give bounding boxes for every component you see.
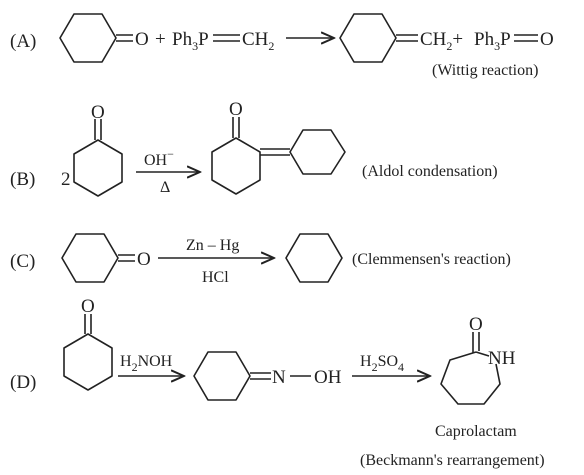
reagent-b-bottom: Δ xyxy=(160,179,170,196)
cyclohexanone-ring-b xyxy=(73,139,123,197)
reaction-b: (B) 2 O OH− Δ O (Aldol condensation) xyxy=(10,99,498,197)
phosphine-oxide: Ph3P xyxy=(474,29,511,53)
reagent-b-top: OH− xyxy=(144,147,174,169)
product-oxygen-d: O xyxy=(469,314,483,335)
reaction-a-label: (A) xyxy=(10,31,36,52)
reaction-b-name: (Aldol condensation) xyxy=(362,163,498,180)
cyclohexylidene-ring xyxy=(289,129,346,175)
plus-sign-a: + xyxy=(155,29,166,50)
reagent-c-bottom: HCl xyxy=(202,269,229,286)
caprolactam-label: Caprolactam xyxy=(435,423,517,440)
reaction-a: (A) O + Ph3P CH2 CH2+ Ph3P O (Wittig rea… xyxy=(10,13,554,79)
reagent-d1: H2NOH xyxy=(120,353,173,374)
reaction-c-name: (Clemmensen's reaction) xyxy=(352,251,511,268)
reaction-a-name: (Wittig reaction) xyxy=(432,62,538,79)
reactant-oxygen-d: O xyxy=(81,296,95,317)
wittig-reagent: Ph3P xyxy=(172,29,209,53)
reaction-d-name: (Beckmann's rearrangement) xyxy=(360,452,545,469)
aldol-product-ring xyxy=(211,137,261,195)
cyclohexanone-ring-a xyxy=(59,13,117,63)
phosphine-oxide-o: O xyxy=(540,29,554,50)
reaction-b-label: (B) xyxy=(10,169,35,190)
caprolactam-ring xyxy=(440,351,501,405)
reaction-d-label: (D) xyxy=(10,372,36,393)
methylenecyclohexane-ring xyxy=(339,13,397,63)
reactant-oxygen-c: O xyxy=(137,249,151,270)
cyclohexanone-ring-d xyxy=(63,333,113,391)
oxime-nitrogen: N xyxy=(272,367,286,388)
reaction-c-label: (C) xyxy=(10,251,35,272)
oxime-ring xyxy=(193,351,251,401)
cyclohexanone-ring-c xyxy=(61,233,119,283)
product-ch2: CH2+ xyxy=(420,29,463,53)
lactam-nh: NH xyxy=(488,348,516,369)
coefficient-b: 2 xyxy=(61,169,71,190)
reactant-oxygen-b: O xyxy=(91,102,105,123)
product-oxygen-b: O xyxy=(229,99,243,120)
reactant-oxygen-a: O xyxy=(135,29,149,50)
reaction-c: (C) O Zn – Hg HCl (Clemmensen's reaction… xyxy=(10,233,511,286)
cyclohexane-ring xyxy=(285,233,343,283)
lactam-cn-bond xyxy=(475,351,490,357)
reaction-d: (D) O H2NOH N OH H2SO4 O NH Caprolactam … xyxy=(10,296,545,469)
reagent-c-top: Zn – Hg xyxy=(186,237,239,254)
reagent-d2: H2SO4 xyxy=(360,353,404,374)
wittig-ch2: CH2 xyxy=(242,29,274,53)
oxime-hydroxyl: OH xyxy=(314,367,342,388)
